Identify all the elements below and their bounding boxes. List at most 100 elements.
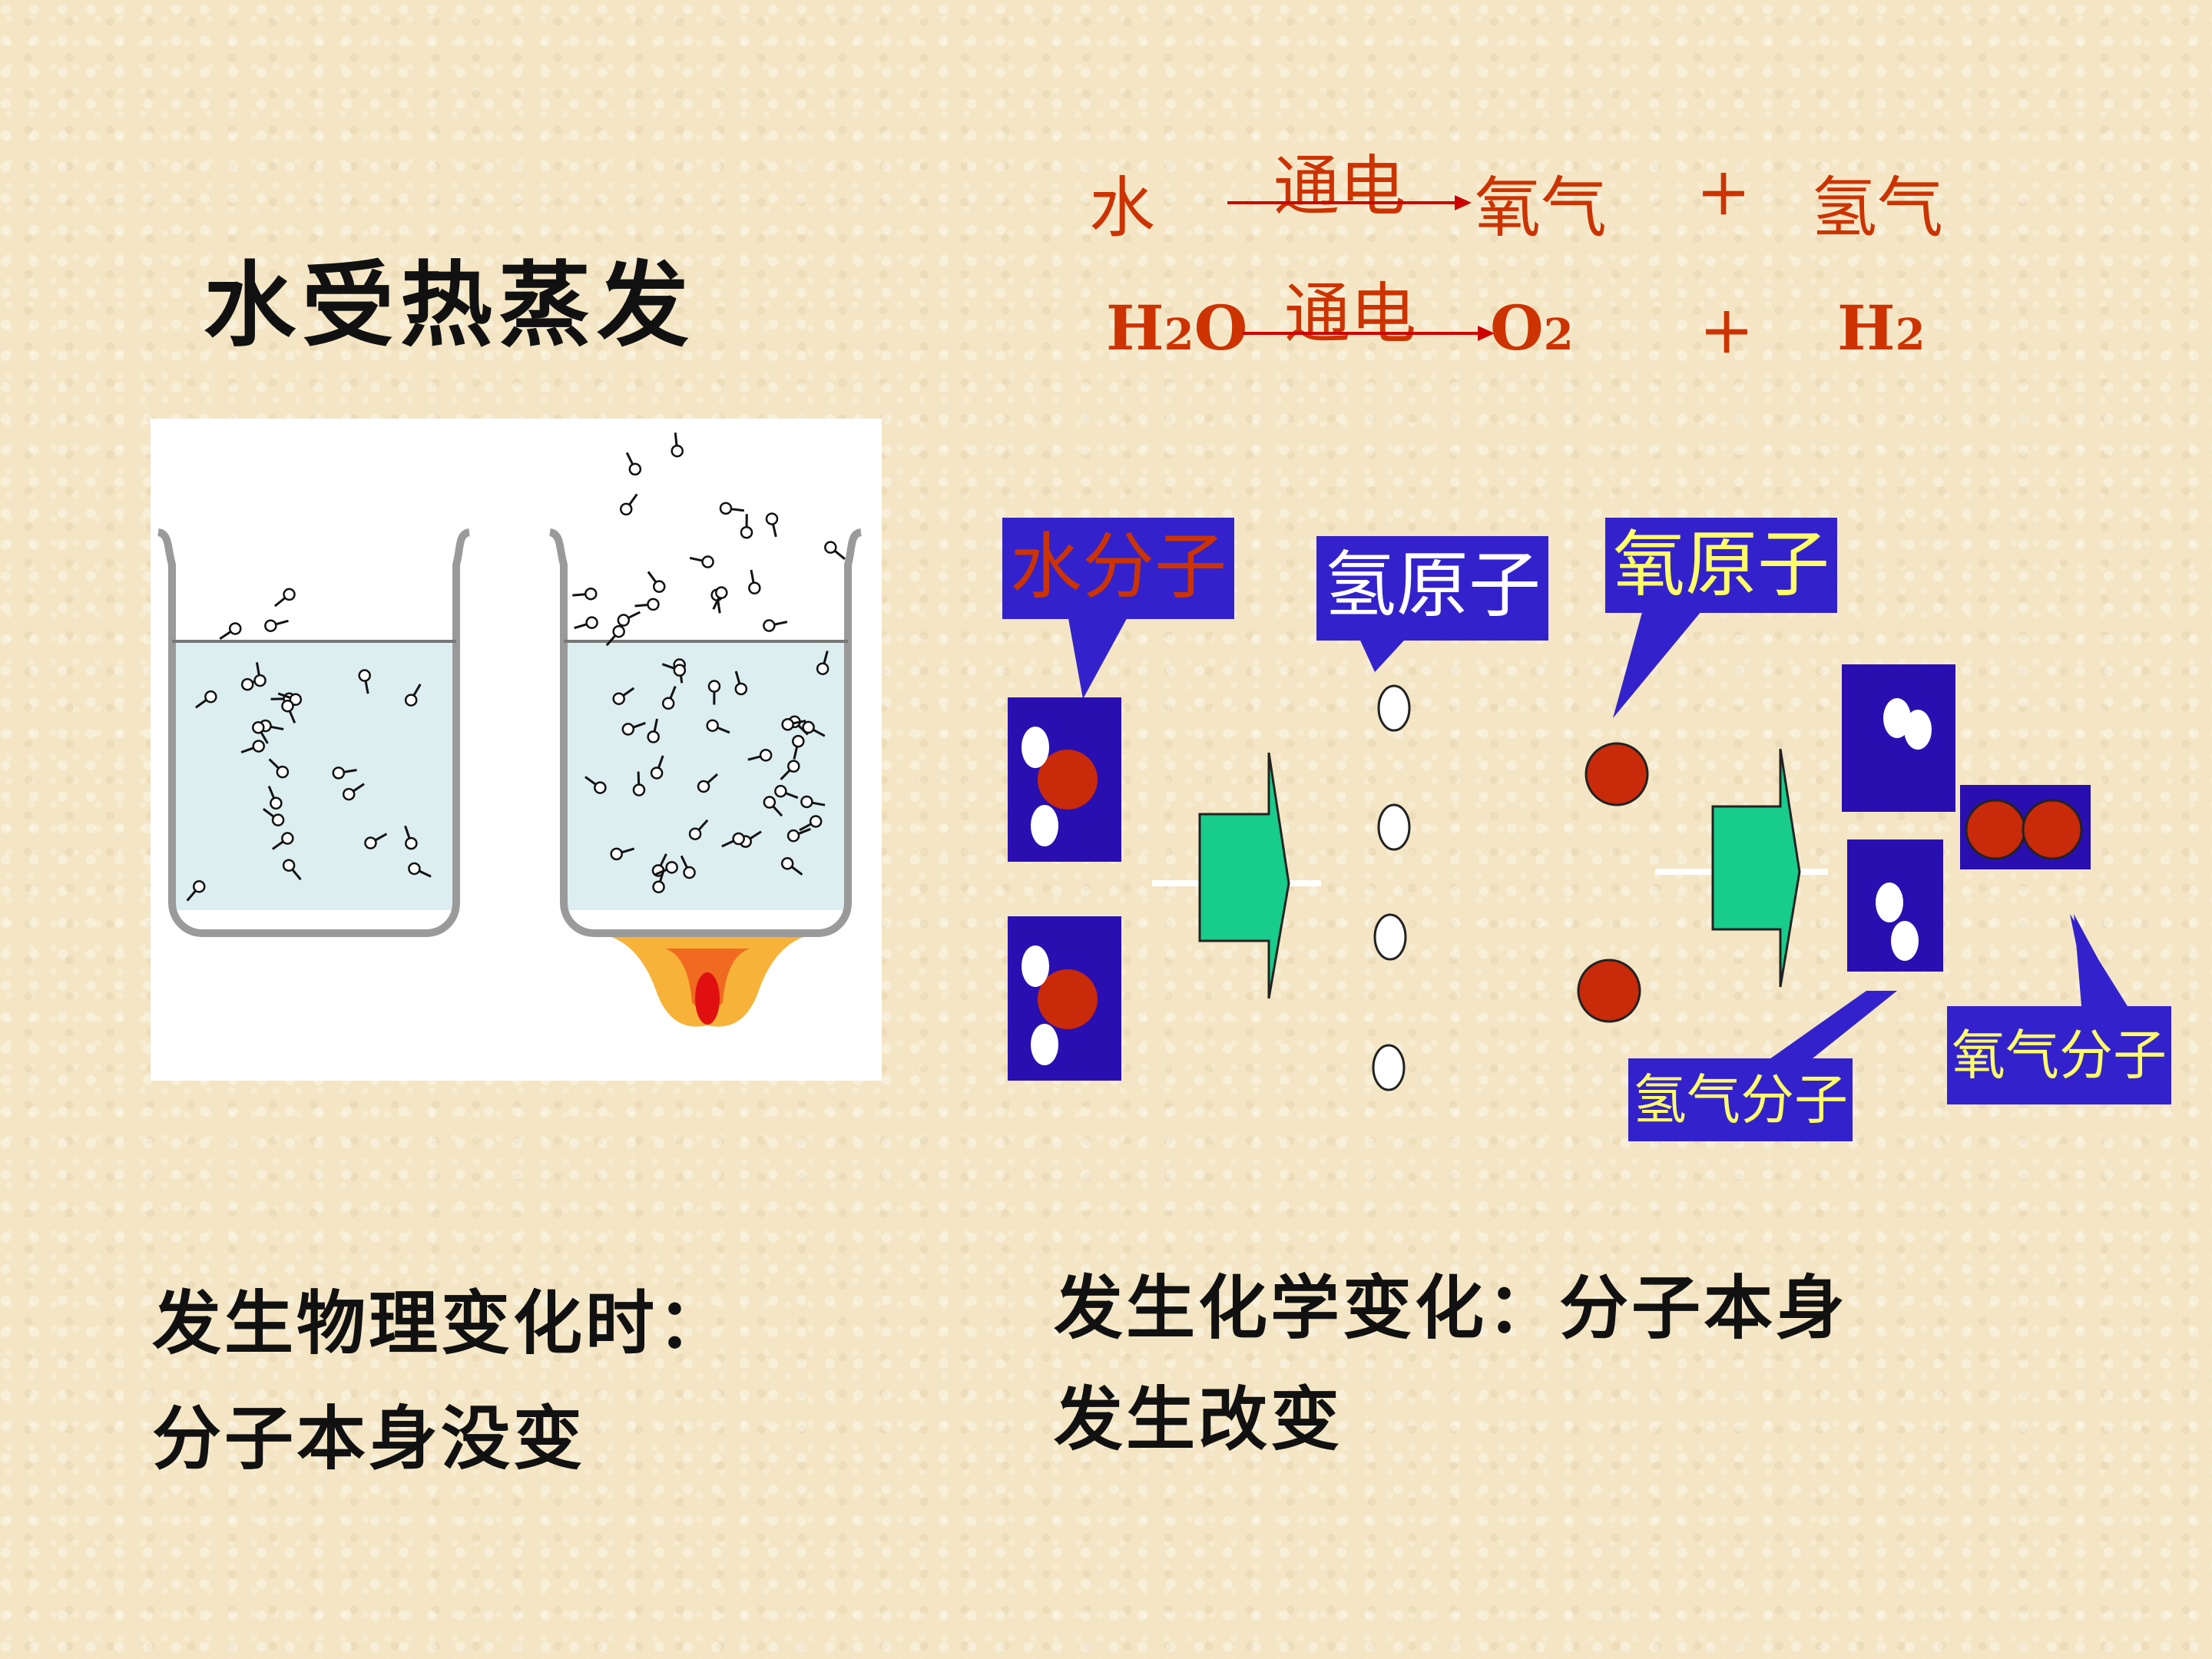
water-molecule-icon: [680, 855, 696, 879]
hydrogen-atom: [1022, 945, 1049, 987]
water-molecule-icon: [721, 832, 745, 848]
water-molecule-icon: [186, 880, 206, 902]
water-molecule-icon: [799, 815, 823, 832]
callout-pointer-oxygen: [1613, 607, 1705, 718]
label-hydrogen-molecule: 氢气分子: [1628, 1058, 1853, 1141]
water-molecule-icon: [647, 571, 666, 593]
hydrogen-atom: [1377, 684, 1411, 732]
hydrogen-atom: [1373, 913, 1407, 961]
water-molecule-icon: [358, 669, 371, 694]
water-molecule-icon: [408, 862, 432, 878]
chemical-change-line1: 发生化学变化：分子本身: [1054, 1268, 1848, 1349]
beaker-icon: [157, 528, 471, 937]
water-molecule-icon: [734, 671, 748, 696]
hydrogen-atom: [1377, 803, 1411, 851]
label-oxygen-atom: 氧原子: [1605, 518, 1838, 613]
water-molecule-icon: [747, 749, 773, 762]
water-molecule-icon: [404, 684, 422, 707]
hydrogen-atom: [1891, 921, 1919, 961]
equation-plus-1: +: [1696, 154, 1752, 230]
equation-arrow-2: [1243, 326, 1495, 341]
water-molecule-icon: [574, 616, 598, 630]
equation-product2-word: 氢气: [1811, 170, 1943, 247]
water-molecule-icon: [240, 740, 265, 753]
water-molecule-icon: [195, 690, 217, 709]
water-molecule-icon: [263, 808, 285, 826]
hydrogen-molecule-box-1: [1842, 664, 1955, 812]
water-molecule-icon: [780, 760, 800, 780]
water-molecule-icon: [706, 719, 730, 734]
water-molecules-left: [186, 588, 432, 902]
oxygen-atom: [1038, 750, 1098, 810]
equation-arrow-1: [1227, 195, 1472, 210]
physical-change-line2: 分子本身没变: [152, 1399, 585, 1479]
water-molecule-icon: [652, 869, 665, 894]
callout-pointer-water: [1068, 614, 1129, 699]
block-arrow-icon: [1152, 752, 1321, 999]
water-molecule-icon: [273, 588, 296, 608]
equation-condition-word: 通电: [1273, 148, 1406, 225]
formula-water: H2O: [1106, 292, 1248, 364]
label-oxygen-molecule: 氧气分子: [1947, 1006, 2171, 1104]
water-molecule-icon: [253, 662, 267, 687]
formula-hydrogen: H2: [1837, 292, 1926, 364]
water-molecule-icon: [802, 720, 826, 737]
water-molecule-icon: [774, 784, 799, 800]
oxygen-atom: [1965, 799, 2026, 860]
water-molecule-icon: [661, 686, 677, 710]
page-title: 水受热蒸发: [204, 253, 695, 359]
water-molecule-icon: [332, 767, 357, 780]
water-molecule-icon: [267, 786, 283, 810]
water-molecule-icon: [271, 832, 294, 850]
oxygen-atom: [1577, 959, 1641, 1023]
hydrogen-atom: [1372, 1044, 1406, 1091]
water-molecule-icon: [281, 699, 296, 724]
water-molecule-icon: [765, 512, 779, 538]
water-molecule-icon: [364, 833, 388, 849]
water-molecule-icon: [277, 692, 303, 707]
chemical-change-line2: 发生改变: [1054, 1379, 1343, 1460]
label-water-molecule: 水分子: [1002, 518, 1235, 619]
hydrogen-atom: [1904, 710, 1932, 750]
water-molecule-icon: [740, 514, 753, 539]
water-molecule-icon: [792, 734, 805, 760]
water-molecule-icon: [605, 624, 625, 647]
water-molecule-icon: [268, 758, 290, 779]
formula-oxygen: O2: [1490, 292, 1574, 364]
water-molecule-icon: [617, 611, 641, 627]
water-molecule-icon: [584, 776, 607, 794]
formula-condition: 通电: [1284, 276, 1416, 353]
water-molecule-icon: [707, 680, 721, 705]
water-molecule-icon: [619, 493, 638, 516]
water-molecule-icon: [781, 717, 806, 731]
water-molecule-icon: [816, 651, 830, 675]
water-molecule-icon: [786, 827, 811, 843]
water-molecule-icon: [647, 718, 660, 743]
water-molecule-icon: [634, 598, 660, 611]
water-molecule-icon: [572, 587, 598, 601]
flame-icon: [611, 937, 803, 1027]
water-molecule-icon: [612, 687, 635, 705]
water-molecule-icon: [264, 619, 289, 632]
water-molecule-icon: [654, 861, 678, 876]
water-molecule-icon: [632, 771, 646, 796]
water-molecule-icon: [661, 663, 687, 677]
water-molecule-icon: [689, 555, 714, 568]
physical-change-line1: 发生物理变化时：: [152, 1283, 730, 1364]
equation-product1-word: 氧气: [1475, 170, 1607, 247]
water-molecules-right: [572, 432, 846, 894]
hydrogen-atom: [1031, 805, 1058, 846]
water-molecule-icon: [748, 569, 761, 594]
water-molecule-icon: [252, 720, 269, 744]
hydrogen-atom: [1876, 882, 1903, 922]
beaker-icon: [548, 528, 863, 937]
water-molecule-icon: [719, 502, 744, 515]
water-molecule-icon: [282, 859, 302, 881]
equation-reactant-word: 水: [1089, 170, 1155, 247]
label-hydrogen-atom: 氢原子: [1316, 536, 1549, 641]
electrolysis-diagram: [1008, 607, 2128, 1091]
block-arrow-icon: [1655, 748, 1828, 988]
water-molecule-icon: [800, 795, 826, 809]
oxygen-atom: [2022, 799, 2083, 860]
formula-plus: +: [1699, 292, 1755, 369]
